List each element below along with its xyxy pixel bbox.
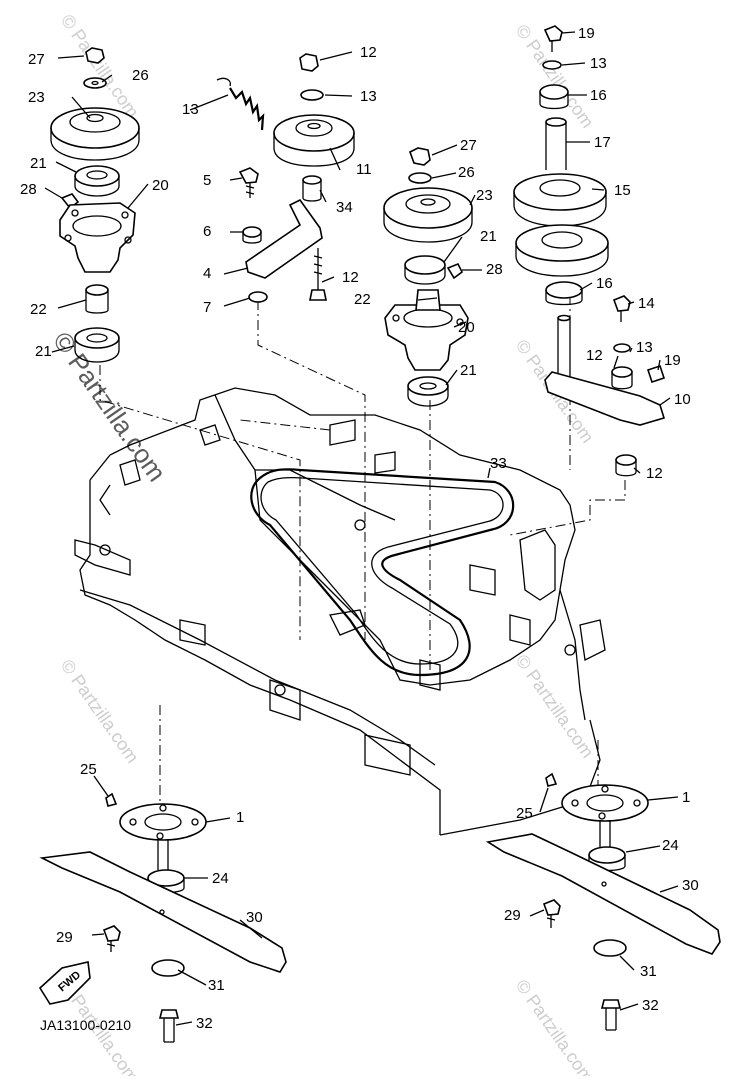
callout-label: 30 — [682, 877, 699, 894]
callout-label: 28 — [20, 181, 37, 198]
callout-label: 5 — [203, 172, 211, 189]
diagram-code: JA13100-0210 — [40, 1017, 131, 1033]
callout-label: 12 — [342, 269, 359, 286]
callout-label: 25 — [80, 761, 97, 778]
callout-labels: 27 26 23 21 28 20 22 21 12 13 13 11 5 34… — [20, 25, 699, 1032]
callout-label: 1 — [682, 789, 690, 806]
callout-label: 13 — [360, 88, 377, 105]
callout-label: 27 — [28, 51, 45, 68]
callout-label: 19 — [664, 352, 681, 369]
callout-label: 10 — [674, 391, 691, 408]
callout-label: 12 — [586, 347, 603, 364]
callout-label: 29 — [504, 907, 521, 924]
callout-label: 26 — [132, 67, 149, 84]
callout-label: 20 — [152, 177, 169, 194]
callout-label: 28 — [486, 261, 503, 278]
callout-label: 14 — [638, 295, 655, 312]
idler-assembly — [216, 53, 355, 303]
callout-label: 32 — [642, 997, 659, 1014]
callout-label: 12 — [360, 44, 377, 61]
callout-label: 31 — [208, 977, 225, 994]
callout-label: 21 — [480, 228, 497, 245]
callout-label: 25 — [516, 805, 533, 822]
center-spindle-assembly — [383, 147, 473, 407]
callout-label: 4 — [203, 265, 211, 282]
callout-label: 12 — [646, 465, 663, 482]
left-blade-assembly: FWD — [38, 792, 287, 1043]
callout-label: 16 — [590, 87, 607, 104]
callout-label: 7 — [203, 299, 211, 316]
callout-label: 21 — [35, 343, 52, 360]
tensioner-assembly — [513, 25, 666, 477]
callout-label: 22 — [30, 301, 47, 318]
mower-deck — [74, 387, 606, 836]
callout-label: 6 — [203, 223, 211, 240]
callout-label: 23 — [28, 89, 45, 106]
callout-label: 24 — [662, 837, 679, 854]
callout-label: 27 — [460, 137, 477, 154]
callout-label: 13 — [590, 55, 607, 72]
callout-label: 15 — [614, 182, 631, 199]
callout-label: 24 — [212, 870, 229, 887]
callout-label: 19 — [578, 25, 595, 42]
callout-label: 13 — [636, 339, 653, 356]
callout-label: 11 — [356, 161, 372, 178]
callout-label: 26 — [458, 164, 475, 181]
left-spindle-assembly — [50, 47, 140, 363]
watermark: © Partzilla.com — [512, 976, 598, 1076]
watermark-prominent: © Partzilla.com — [47, 326, 172, 487]
callout-label: 21 — [460, 362, 477, 379]
callout-label: 22 — [354, 291, 371, 308]
callout-label: 13 — [182, 101, 199, 118]
right-blade-assembly — [485, 772, 721, 1031]
callout-label: 30 — [246, 909, 263, 926]
callout-label: 29 — [56, 929, 73, 946]
callout-label: 31 — [640, 963, 657, 980]
callout-label: 20 — [458, 319, 475, 336]
watermark: © Partzilla.com — [57, 11, 143, 122]
callout-label: 34 — [336, 199, 353, 216]
watermark: © Partzilla.com — [57, 656, 143, 767]
callout-label: 17 — [594, 134, 611, 151]
callout-label: 1 — [236, 809, 244, 826]
callout-label: 16 — [596, 275, 613, 292]
belt-33 — [250, 468, 515, 677]
callout-label: 23 — [476, 187, 493, 204]
leader-lines — [44, 31, 679, 1026]
callout-label: 33 — [490, 455, 507, 472]
callout-label: 32 — [196, 1015, 213, 1032]
callout-label: 21 — [30, 155, 47, 172]
watermark: © Partzilla.com — [512, 651, 598, 762]
